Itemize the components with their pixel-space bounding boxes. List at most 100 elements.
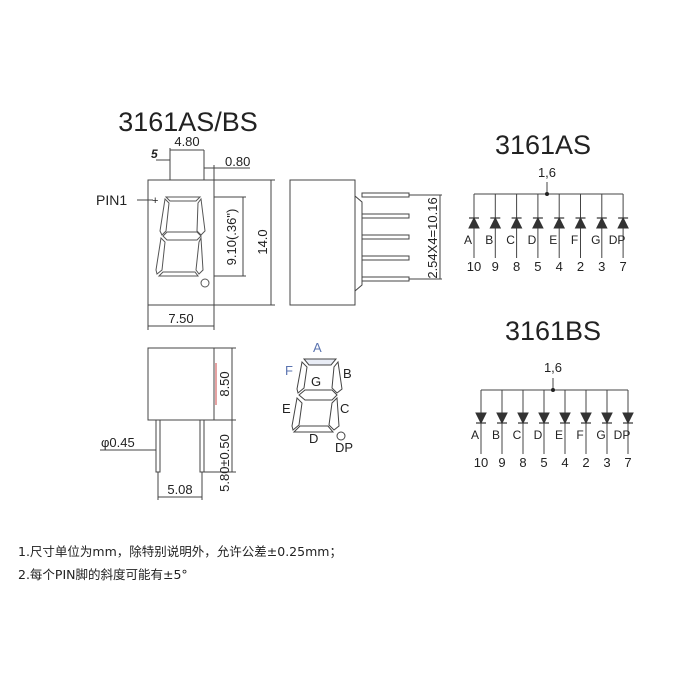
bs_circuit-diode	[580, 412, 592, 425]
bs_circuit-pin-number: 2	[582, 455, 589, 470]
dimension-drawing: 3161AS/BS 3161AS 3161BS	[96, 107, 634, 500]
front-dp	[200, 278, 210, 288]
as_circuit-diode	[468, 216, 480, 229]
bs_circuit-pin-number: 3	[603, 455, 610, 470]
as_circuit-diode	[595, 216, 608, 229]
bs_circuit-common-pins: 1,6	[544, 360, 562, 375]
side-view	[289, 179, 442, 306]
seg-label-b: B	[343, 366, 352, 381]
as_circuit-pin-number: 10	[467, 259, 481, 274]
bs_circuit-segment-label: G	[596, 428, 605, 442]
segment-a	[302, 358, 338, 366]
as_circuit-pin-number: 9	[492, 259, 499, 274]
as_circuit-diode	[489, 216, 502, 229]
seg-label-e: E	[282, 401, 291, 416]
as_circuit-common-node	[545, 192, 549, 196]
dim-pitch: 2.54X4=10.16	[425, 197, 440, 278]
dim-top-right: 0.80	[225, 154, 250, 169]
notes: 1.尺寸单位为mm，除特别说明外，允许公差±0.25mm； 2.每个PIN脚的斜…	[18, 540, 342, 586]
as_circuit-pin-number: 8	[513, 259, 520, 274]
as_circuit-segment-label: A	[464, 233, 472, 247]
seg-label-d: D	[309, 431, 318, 446]
segment-labels: A F G B E C D DP	[282, 340, 353, 455]
seg-label-a: A	[313, 340, 322, 355]
dim-pin-length: 5.80±0.50	[217, 434, 232, 492]
as_circuit-segment-label: G	[591, 233, 600, 247]
bottom-view	[100, 347, 236, 500]
bs_circuit-segment-label: F	[576, 428, 583, 442]
as-circuit: 1,6A 10 B 9C 8D 5E 4F 2G 3 DP 7	[464, 165, 629, 274]
bottom-pin-right	[199, 419, 205, 473]
segment-d	[292, 425, 335, 433]
bs_circuit-segment-label: E	[555, 428, 563, 442]
bs_circuit-diode	[475, 412, 487, 425]
title-as: 3161AS	[495, 130, 591, 160]
seg-label-c: C	[340, 401, 349, 416]
bs_circuit-diode	[538, 412, 550, 425]
as_circuit-segment-label: E	[549, 233, 557, 247]
note-1: 1.尺寸单位为mm，除特别说明外，允许公差±0.25mm；	[18, 544, 342, 559]
front-view	[137, 148, 275, 330]
as_circuit-pin-number: 5	[534, 259, 541, 274]
dim-body-height: 8.50	[217, 371, 232, 396]
bs_circuit-segment-label: C	[513, 428, 522, 442]
bottom-body	[147, 347, 215, 421]
bs_circuit-pin-number: 4	[561, 455, 568, 470]
bs_circuit-pin-number: 10	[474, 455, 488, 470]
as_circuit-segment-label: DP	[609, 233, 626, 247]
pin1-plus: +	[152, 195, 158, 207]
front-digit	[155, 196, 210, 288]
as_circuit-diode	[574, 216, 587, 229]
as_circuit-pin-number: 3	[598, 259, 605, 274]
dim-top-width: 4.80	[174, 134, 199, 149]
bs_circuit-pin-number: 9	[498, 455, 505, 470]
as_circuit-diode	[617, 216, 629, 229]
note-2: 2.每个PIN脚的斜度可能有±5°	[18, 567, 188, 582]
as_circuit-segment-label: C	[506, 233, 515, 247]
segment-g	[298, 389, 338, 401]
bs_circuit-diode	[496, 412, 508, 425]
as_circuit-pin-number: 4	[556, 259, 563, 274]
dim-height: 14.0	[255, 229, 270, 254]
bs_circuit-segment-label: A	[471, 428, 479, 442]
bs_circuit-diode	[622, 412, 634, 425]
segment-c	[328, 396, 340, 431]
bs_circuit-pin-number: 8	[519, 455, 526, 470]
as_circuit-diode	[532, 216, 544, 229]
as_circuit-diode	[553, 216, 566, 229]
as_circuit-segment-label: F	[571, 233, 578, 247]
as_circuit-common-pins: 1,6	[538, 165, 556, 180]
dim-pin-dia: φ0.45	[101, 435, 135, 450]
dim-width: 7.50	[168, 311, 193, 326]
segment-map	[291, 358, 346, 441]
front-body	[147, 179, 215, 306]
segment-b	[331, 360, 343, 394]
dim-top-small: 5	[151, 147, 158, 161]
seg-label-dp: DP	[335, 440, 353, 455]
dim-pin-spacing: 5.08	[167, 482, 192, 497]
bottom-pin-left	[155, 419, 161, 473]
as_circuit-segment-label: D	[528, 233, 537, 247]
title-main: 3161AS/BS	[118, 107, 258, 137]
seg-label-f: F	[285, 363, 293, 378]
bs_circuit-pin-number: 5	[540, 455, 547, 470]
pin1-label: PIN1	[96, 192, 127, 208]
as_circuit-pin-number: 7	[619, 259, 626, 274]
side-pins	[361, 192, 410, 282]
dim-digit-height: 9.10(.36")	[224, 209, 239, 266]
bs_circuit-common-node	[551, 388, 555, 392]
bs_circuit-diode	[559, 412, 571, 425]
bs_circuit-segment-label: B	[492, 428, 500, 442]
bs_circuit-pin-number: 7	[624, 455, 631, 470]
as_circuit-diode	[510, 216, 523, 229]
bs_circuit-segment-label: D	[534, 428, 543, 442]
as_circuit-segment-label: B	[485, 233, 493, 247]
seg-label-g: G	[311, 374, 321, 389]
bs_circuit-diode	[601, 412, 613, 425]
bs_circuit-diode	[517, 412, 529, 425]
title-bs: 3161BS	[505, 316, 601, 346]
as_circuit-pin-number: 2	[577, 259, 584, 274]
side-body	[289, 179, 356, 306]
segment-dp	[336, 431, 346, 441]
